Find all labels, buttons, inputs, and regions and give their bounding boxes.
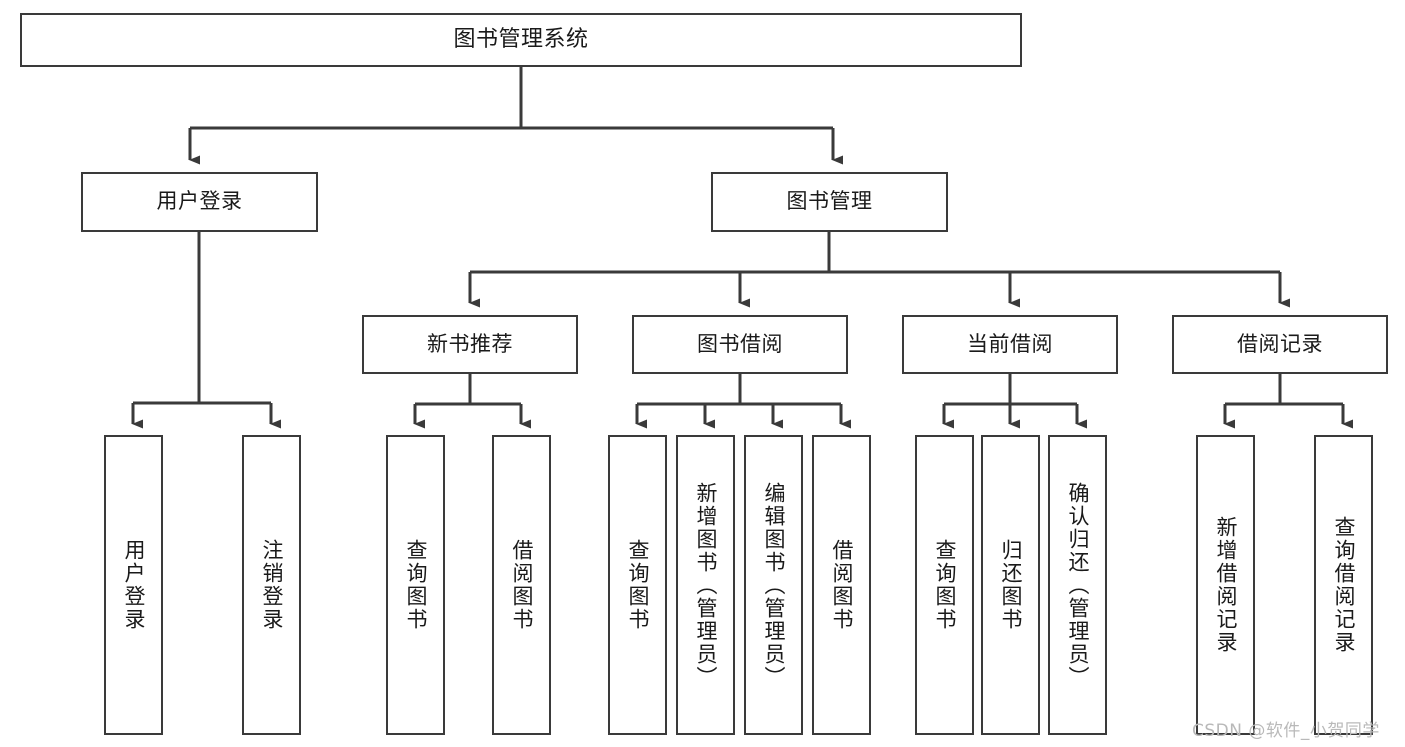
leaf-user-login-login[interactable]: 用户登录 [104, 435, 163, 735]
leaf-current-confirm-return-admin[interactable]: 确认归还（管理员） [1048, 435, 1107, 735]
leaf-borrow-add-book-admin[interactable]: 新增图书（管理员） [676, 435, 735, 735]
node-label: 新增借阅记录 [1214, 516, 1238, 654]
node-label: 查询图书 [626, 539, 650, 631]
node-label: 归还图书 [999, 539, 1023, 631]
leaf-recommend-borrow-book[interactable]: 借阅图书 [492, 435, 551, 735]
node-label: 编辑图书（管理员） [762, 481, 786, 689]
csdn-watermark: CSDN @软件_小贺同学 [1192, 721, 1380, 741]
node-label: 确认归还（管理员） [1066, 481, 1090, 689]
node-new-book-recommend[interactable]: 新书推荐 [362, 315, 578, 374]
node-label: 用户登录 [122, 539, 146, 631]
node-label: 新书推荐 [427, 331, 513, 356]
node-current-borrow[interactable]: 当前借阅 [902, 315, 1118, 374]
node-label: 用户登录 [156, 189, 243, 214]
leaf-recommend-query-book[interactable]: 查询图书 [386, 435, 445, 735]
node-label: 图书管理 [786, 189, 873, 214]
node-root-system[interactable]: 图书管理系统 [20, 13, 1022, 67]
node-label: 图书借阅 [697, 331, 783, 356]
leaf-current-query-book[interactable]: 查询图书 [915, 435, 974, 735]
node-label: 借阅记录 [1237, 331, 1323, 356]
leaf-current-return-book[interactable]: 归还图书 [981, 435, 1040, 735]
node-label: 注销登录 [260, 539, 284, 631]
leaf-records-query-record[interactable]: 查询借阅记录 [1314, 435, 1373, 735]
node-label: 图书管理系统 [453, 26, 589, 52]
node-book-borrow[interactable]: 图书借阅 [632, 315, 848, 374]
node-label: 借阅图书 [830, 539, 854, 631]
node-book-management[interactable]: 图书管理 [711, 172, 948, 232]
leaf-borrow-borrow-book[interactable]: 借阅图书 [812, 435, 871, 735]
node-borrow-records[interactable]: 借阅记录 [1172, 315, 1388, 374]
leaf-records-add-record[interactable]: 新增借阅记录 [1196, 435, 1255, 735]
node-label: 查询借阅记录 [1332, 516, 1356, 654]
leaf-borrow-query-book[interactable]: 查询图书 [608, 435, 667, 735]
node-label: 当前借阅 [967, 331, 1053, 356]
node-label: 查询图书 [404, 539, 428, 631]
node-user-login[interactable]: 用户登录 [81, 172, 318, 232]
node-label: 借阅图书 [510, 539, 534, 631]
leaf-user-login-logout[interactable]: 注销登录 [242, 435, 301, 735]
node-label: 查询图书 [933, 539, 957, 631]
leaf-borrow-edit-book-admin[interactable]: 编辑图书（管理员） [744, 435, 803, 735]
node-label: 新增图书（管理员） [694, 481, 718, 689]
